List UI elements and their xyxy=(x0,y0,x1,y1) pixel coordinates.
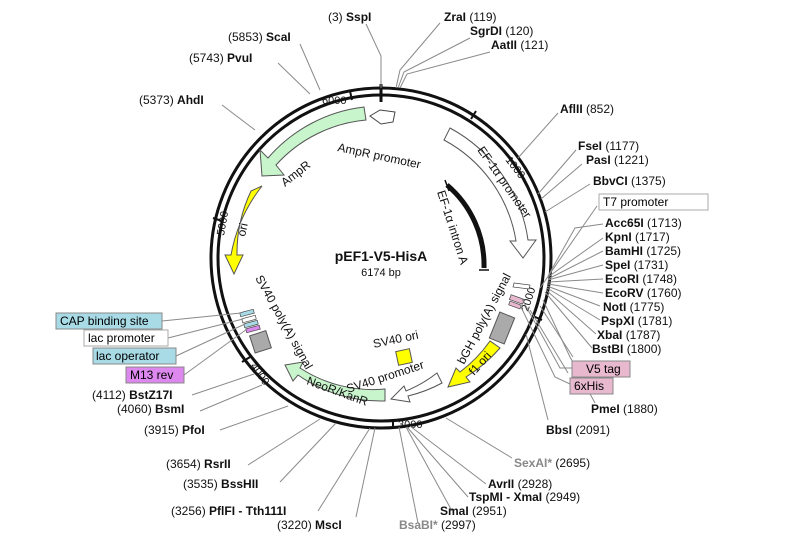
site-zrai: ZraI (119) xyxy=(444,10,496,24)
site-tspmi-xmai: TspMI - XmaI (2949) xyxy=(469,490,580,504)
site-bsmi: (4060) BsmI xyxy=(117,402,184,416)
lac-promoter-feature xyxy=(241,314,257,324)
site-bbvci: BbvCI (1375) xyxy=(593,174,666,188)
v5-tag-box: V5 tag xyxy=(586,362,621,376)
cap-binding-feature xyxy=(239,308,255,318)
t7-promoter-box: T7 promoter xyxy=(603,195,668,209)
ampr-promoter-label: AmpR promoter xyxy=(336,140,422,171)
site-bstz17i: (4112) BstZ17I xyxy=(92,388,173,402)
site-bstbi: BstBI (1800) xyxy=(592,342,661,356)
site-sgrdi: SgrDI (120) xyxy=(470,24,533,38)
plasmid-size: 6174 bp xyxy=(361,267,401,279)
site-aatii: AatII (121) xyxy=(491,38,548,52)
site-pasi: PasI (1221) xyxy=(586,153,649,167)
plasmid-name: pEF1-V5-HisA xyxy=(335,248,428,264)
sv40-ori-label: SV40 ori xyxy=(372,328,420,351)
site-kpni: KpnI (1717) xyxy=(605,230,670,244)
t7-promoter-feature xyxy=(512,282,531,290)
bgh-polya-block xyxy=(488,311,516,345)
site-rsrii: (3654) RsrII xyxy=(166,457,231,471)
site-bsabi: BsaBI* (2997) xyxy=(399,518,476,532)
site-ahdi: (5373) AhdI xyxy=(139,93,204,107)
sv40-polya-left-block xyxy=(248,330,272,354)
tick-6000: 6000 xyxy=(322,95,346,107)
neor-arrow xyxy=(284,361,386,402)
site-fsei: FseI (1177) xyxy=(578,139,639,153)
lac-operator-box: lac operator xyxy=(96,349,159,363)
site-noti: NotI (1775) xyxy=(603,300,664,314)
ori-arrow xyxy=(224,185,263,276)
site-sspi: (3) SspI xyxy=(328,10,371,24)
site-spei: SpeI (1731) xyxy=(605,258,668,272)
ef1a-promoter-arrow xyxy=(443,127,537,259)
site-msci: (3220) MscI xyxy=(277,518,342,532)
ampr-promoter-arrow xyxy=(369,109,396,125)
site-aflii: AflII (852) xyxy=(560,102,614,116)
ampr-arrow xyxy=(259,106,367,177)
tick-5000: 5000 xyxy=(215,210,231,236)
f1-ori-arrow xyxy=(447,340,501,388)
cap-binding-site-box: CAP binding site xyxy=(60,314,149,328)
m13-rev-feature xyxy=(245,324,261,334)
site-pfoi: (3915) PfoI xyxy=(144,423,205,437)
sv40-polya-label: SV40 poly(A) signal xyxy=(252,273,315,372)
site-bsshii: (3535) BssHII xyxy=(183,477,258,491)
site-ecorv: EcoRV (1760) xyxy=(605,286,682,300)
ef1a-intron-bar xyxy=(445,183,487,269)
site-pspxi: PspXI (1781) xyxy=(601,314,672,328)
lac-operator-feature xyxy=(243,319,259,329)
site-pvui: (5743) PvuI xyxy=(189,51,252,65)
sv40-ori-block xyxy=(395,348,413,366)
site-pflfi-tth111i: (3256) PflFI - Tth111I xyxy=(171,504,286,518)
site-leaders xyxy=(161,22,604,524)
site-ecori: EcoRI (1748) xyxy=(605,272,677,286)
site-pmei: PmeI (1880) xyxy=(591,402,658,416)
ef1a-intron-label: EF-1α intron A xyxy=(434,189,471,267)
site-bbsi: BbsI (2091) xyxy=(546,423,610,437)
site-bamhi: BamHI (1725) xyxy=(605,244,681,258)
site-scai: (5853) ScaI xyxy=(228,30,291,44)
site-labels: (3) SspI (5853) ScaI (5743) PvuI (5373) … xyxy=(92,10,682,532)
sv40-promoter-arrow xyxy=(389,372,443,403)
m13-rev-box: M13 rev xyxy=(130,368,173,382)
features xyxy=(224,106,537,403)
annotation-boxes: T7 promoter V5 tag 6xHis CAP binding sit… xyxy=(55,193,709,395)
site-smai: SmaI (2951) xyxy=(440,504,507,518)
ampr-label: AmpR xyxy=(278,158,313,190)
site-sexai: SexAI* (2695) xyxy=(514,456,590,470)
his-tag-box: 6xHis xyxy=(574,379,604,393)
site-avrii: AvrII (2928) xyxy=(488,477,552,491)
site-acc65i: Acc65I (1713) xyxy=(605,216,682,230)
ori-label: ori xyxy=(234,222,250,238)
site-xbai: XbaI (1787) xyxy=(597,328,660,342)
lac-promoter-box: lac promoter xyxy=(88,331,155,345)
tick-3000: 3000 xyxy=(398,419,422,431)
